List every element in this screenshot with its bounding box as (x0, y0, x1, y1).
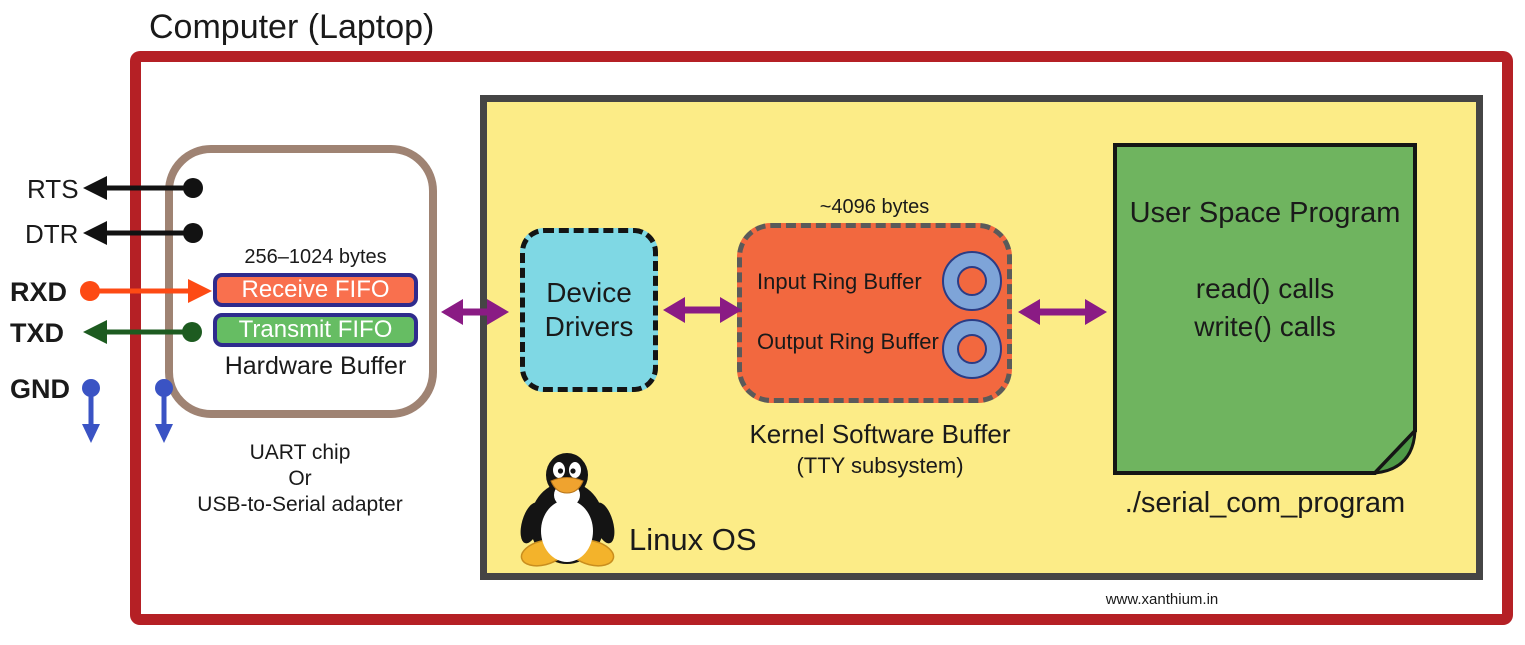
uart-caption: UART chip Or USB-to-Serial adapter (155, 440, 445, 518)
page-title: Computer (Laptop) (149, 8, 435, 46)
txd-signal-label: TXD (10, 318, 64, 348)
tty-subsystem-label: (TTY subsystem) (796, 453, 964, 478)
transmit-fifo-label: Transmit FIFO (238, 316, 393, 343)
read-calls-label: read() calls (1195, 273, 1335, 304)
user-space-program-title: User Space Program (1129, 197, 1401, 229)
page-curl-icon (1371, 427, 1417, 475)
input-ring-buffer-label: Input Ring Buffer (757, 269, 922, 294)
output-ring-buffer-icon (942, 319, 1002, 379)
kernel-capacity-label: ~4096 bytes (819, 196, 930, 218)
uart-capacity-label: 256–1024 bytes (244, 246, 387, 268)
rxd-signal-label: RXD (10, 277, 68, 307)
input-ring-buffer-icon (942, 251, 1002, 311)
device-drivers-box: Device Drivers (520, 228, 658, 392)
receive-fifo-box: Receive FIFO (213, 273, 418, 307)
kernel-buffer-title: Kernel Software Buffer (749, 419, 1011, 449)
transmit-fifo-box: Transmit FIFO (213, 313, 418, 347)
gnd-arrow-left-icon (82, 379, 100, 443)
ring-hole (957, 334, 987, 364)
uart-caption-line2: Or (288, 467, 312, 491)
device-drivers-label: Device Drivers (544, 277, 634, 342)
linux-os-label: Linux OS (629, 522, 757, 557)
receive-fifo-label: Receive FIFO (241, 276, 390, 303)
rts-signal-label: RTS (27, 174, 79, 204)
tux-penguin-icon (520, 453, 615, 567)
ring-hole (957, 266, 987, 296)
website-label: www.xanthium.in (1105, 591, 1219, 608)
serial-com-program-label: ./serial_com_program (1124, 487, 1406, 519)
uart-caption-line1: UART chip (249, 441, 351, 464)
uart-caption-line3: USB-to-Serial adapter (197, 493, 403, 517)
write-calls-label: write() calls (1194, 311, 1336, 342)
dtr-signal-label: DTR (25, 219, 79, 249)
output-ring-buffer-label: Output Ring Buffer (757, 329, 939, 354)
user-space-program-box (1113, 143, 1417, 475)
hardware-buffer-label: Hardware Buffer (224, 352, 407, 380)
gnd-signal-label: GND (10, 374, 70, 404)
